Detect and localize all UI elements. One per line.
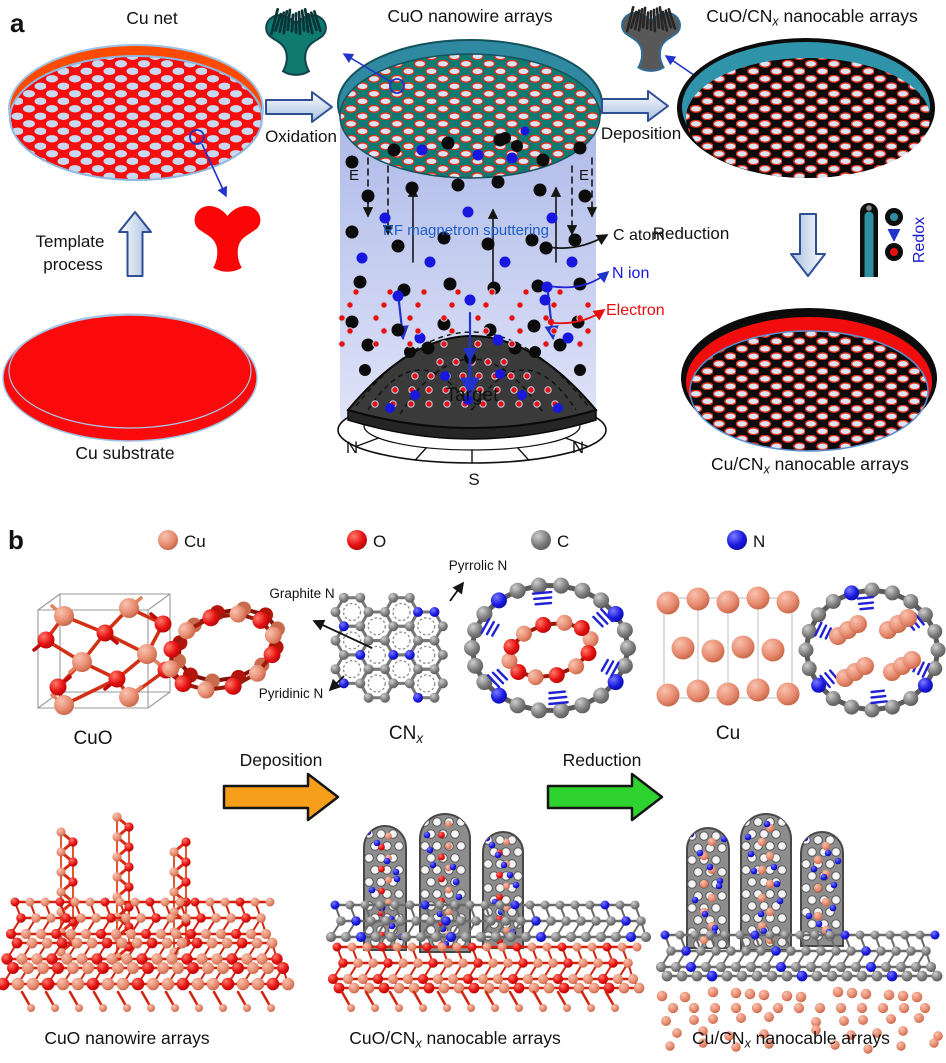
- reduction-label-b: Reduction: [563, 750, 642, 770]
- nitrogen-annotations: Graphite N Pyrrolic N Pyridinic N: [259, 558, 508, 701]
- array-label-left: CuO nanowire arrays: [44, 1028, 210, 1048]
- array-label-right: Cu/CNx nanocable arrays: [692, 1028, 890, 1051]
- panel-b: b Cu O C N Graphite N Pyrrolic N Pyridin…: [0, 525, 946, 1054]
- template-process-line1: Template: [36, 232, 105, 251]
- panel-b-process-arrows: [222, 772, 664, 822]
- cuo-cnx-nanocable-section: [464, 577, 636, 719]
- cuo-structure-label: CuO: [73, 728, 112, 749]
- panel-a: Target E E RF magnetron sputtering C ato…: [2, 6, 937, 489]
- deposition-label-b: Deposition: [240, 750, 323, 770]
- sputtering-target: Target: [346, 331, 598, 440]
- cu-substrate-disc: [2, 313, 258, 442]
- cuocnx-disc: [677, 38, 935, 178]
- cuo-unit-cell: [32, 593, 180, 715]
- cuo-array-title: CuO nanowire arrays: [387, 6, 553, 26]
- pyrrolic-n-label: Pyrrolic N: [449, 558, 508, 573]
- n-atom-icon: [727, 530, 747, 550]
- rf-sputtering-label: RF magnetron sputtering: [383, 222, 549, 239]
- legend-c: C: [557, 532, 569, 551]
- c-atom-label: C atom: [613, 227, 665, 244]
- c-atom-icon: [531, 530, 551, 550]
- cu-substrate-label: Cu substrate: [75, 443, 174, 463]
- magnet-pole-right: N: [572, 438, 584, 457]
- cu-structure-label: Cu: [716, 723, 740, 744]
- template-process-line2: process: [43, 255, 103, 274]
- cucnx-nanocable-array-structure: [655, 813, 943, 1054]
- magnet-pole-bottom: S: [468, 470, 479, 489]
- magnet-pole-left: N: [346, 438, 358, 457]
- graphite-n-label: Graphite N: [269, 586, 334, 601]
- mesh-strut-inset: [194, 205, 261, 272]
- label-leader-arrows: [547, 234, 610, 325]
- cuocnx-array-title: CuO/CNx nanocable arrays: [706, 6, 918, 29]
- array-label-middle: CuO/CNx nanocable arrays: [349, 1028, 561, 1051]
- oxidation-label: Oxidation: [265, 127, 337, 146]
- redox-label: Redox: [911, 217, 928, 263]
- cu-cnx-nanocable-section: [798, 582, 946, 718]
- cnx-sheet: [330, 592, 448, 703]
- cucnx-array-title: Cu/CNx nanocable arrays: [711, 454, 909, 477]
- cuocnx-nanocable-array-structure: [325, 813, 652, 1012]
- panel-b-letter: b: [8, 525, 24, 555]
- cuo-nanowire-disc: [337, 39, 603, 179]
- cu-net-title: Cu net: [126, 8, 178, 28]
- legend-cu: Cu: [184, 532, 206, 551]
- magnetic-field-lines: [355, 331, 589, 415]
- cuo-nanowire-inset: [265, 8, 327, 76]
- legend-o: O: [373, 532, 386, 551]
- cnx-structure-label: CNx: [389, 723, 424, 746]
- cnx-nanocable-inset: [621, 6, 681, 72]
- redox-inset: Redox: [860, 203, 928, 277]
- legend-n: N: [753, 532, 765, 551]
- cu-atom-icon: [158, 530, 178, 550]
- cucnx-disc: [681, 308, 937, 452]
- process-arrows: [118, 90, 826, 277]
- e-field-right-label: E: [579, 167, 589, 184]
- o-atom-icon: [347, 530, 367, 550]
- electron-label: Electron: [606, 302, 665, 319]
- deposition-label-a: Deposition: [601, 124, 681, 143]
- plasma-particles: [338, 133, 598, 363]
- n-ion-label: N ion: [612, 265, 649, 282]
- e-field-left-label: E: [349, 167, 359, 184]
- cu-unit-cell: [656, 586, 800, 707]
- cuo-nanowire-section: [162, 601, 285, 699]
- cu-net-disc: [8, 44, 264, 181]
- pyridinic-n-label: Pyridinic N: [259, 686, 324, 701]
- panel-a-letter: a: [10, 8, 25, 38]
- reduction-label-a: Reduction: [653, 224, 730, 243]
- cuo-nanowire-array-structure: [0, 812, 295, 1012]
- atom-legend: Cu O C N: [158, 530, 765, 551]
- target-label: Target: [446, 385, 500, 406]
